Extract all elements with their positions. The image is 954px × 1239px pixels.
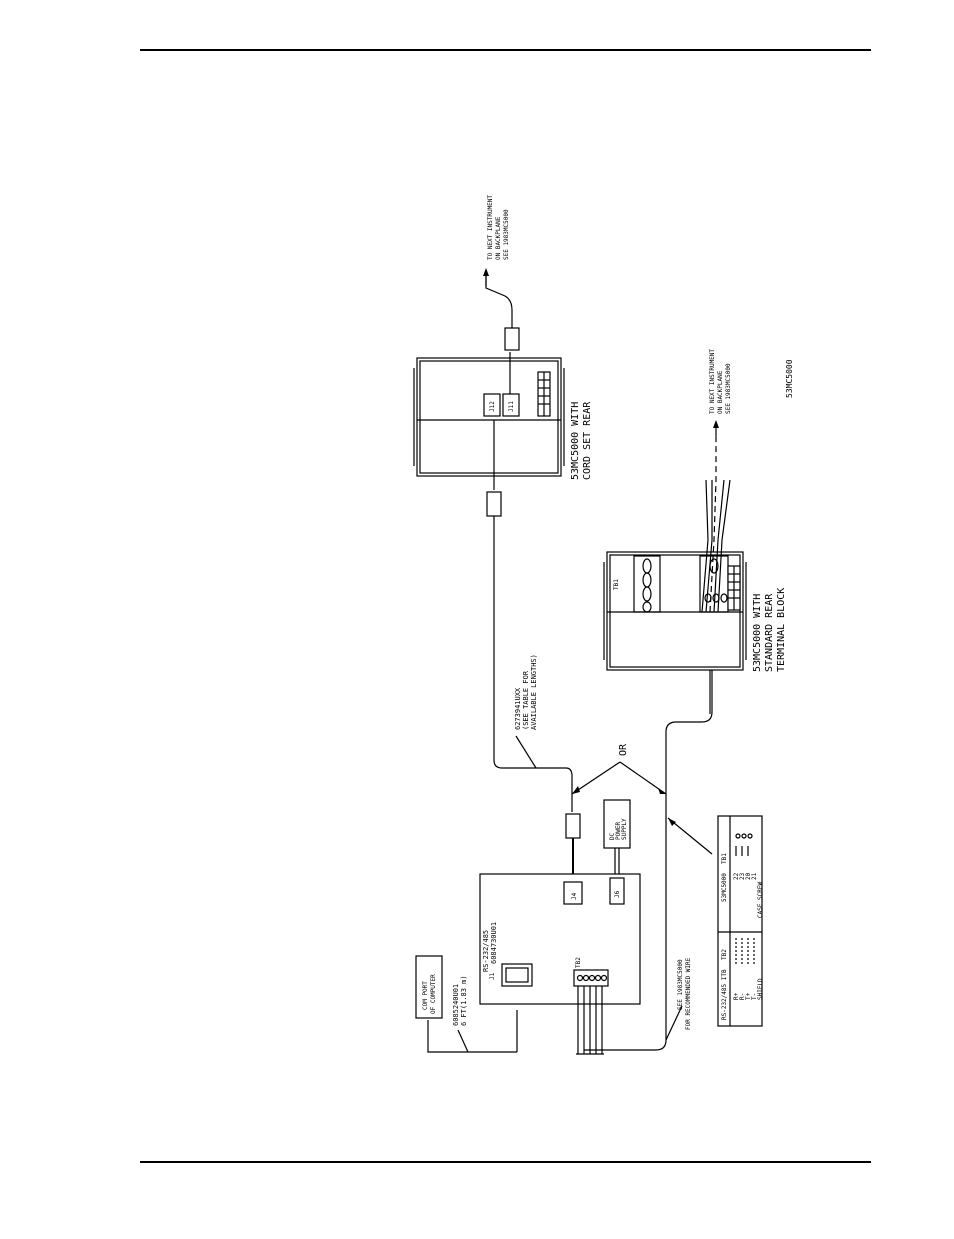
- terminal-instrument: TB1 53MC5000 WITH STANDARD REAR TERMINAL…: [603, 551, 787, 672]
- tb2-terminal: [573, 969, 609, 987]
- computer-cable-line2: 6 FT(1.83 m): [460, 975, 468, 1026]
- j11-connector: [502, 393, 520, 417]
- wire-note: SEE 1983MC5000 FOR RECOMMENDED WIRE: [665, 817, 713, 1041]
- cordset-cable-top: TO NEXT INSTRUMENT ON BACKPLANE SEE 1983…: [483, 195, 520, 394]
- j1-db9-connector: [501, 963, 533, 987]
- instrument-mid-line3: SEE 1983MC5000: [725, 363, 732, 414]
- cordset-title-line1: 53MC5000 WITH: [570, 402, 581, 480]
- tb1-label: TB1: [613, 579, 620, 590]
- table-left-row: R+: [733, 992, 740, 1000]
- j12-label: J12: [489, 401, 496, 412]
- cable-plug-converter: [565, 813, 581, 839]
- table-left-row: T-: [751, 993, 758, 1000]
- j1-label: J1: [489, 972, 496, 980]
- wire-note-line2: FOR RECOMMENDED WIRE: [685, 957, 692, 1030]
- j6-label: J6: [614, 890, 621, 898]
- table-right-row: 22: [733, 872, 740, 880]
- dc-power-supply: DC POWER SUPPLY: [603, 799, 631, 878]
- j11-label: J11: [508, 401, 515, 412]
- instrument-mid-line2: ON BACKPLANE: [717, 370, 724, 414]
- instrument-mid-line1: TO NEXT INSTRUMENT: [709, 349, 716, 414]
- instrument-top-line3: SEE 1983MC5000: [503, 209, 510, 260]
- wire-note-line1: SEE 1983MC5000: [677, 959, 684, 1010]
- terminal-fan-wires: TO NEXT INSTRUMENT ON BACKPLANE SEE 1983…: [701, 349, 794, 613]
- terminal-title-line2: STANDARD REAR: [764, 593, 775, 672]
- terminal-title-line3: TERMINAL BLOCK: [776, 588, 787, 672]
- or-label: OR: [618, 743, 629, 756]
- cable-part-line3: AVAILABLE LENGTHS): [530, 654, 538, 730]
- table-right-row: 23: [739, 872, 746, 880]
- table-left-row: SHIELD: [757, 978, 764, 1000]
- table-left-row: T+: [745, 992, 752, 1000]
- table-case-screw: CASE SCREW: [757, 881, 764, 918]
- cable-part-line2: (SEE TABLE FOR: [522, 670, 530, 730]
- table-right-row: 21: [751, 872, 758, 880]
- table-left-header-line1: RS-232/485 ITB: [721, 969, 728, 1020]
- computer-cable-line1: 6085240U01: [452, 984, 460, 1026]
- cordset-title-line2: CORD SET REAR: [582, 401, 593, 480]
- computer-cable: COM PORT OF COMPUTER 6085240U01 6 FT(1.8…: [415, 955, 518, 1053]
- dc-power-line1: DC: [609, 832, 616, 840]
- cable-part-line1: 6273941UXX: [514, 687, 522, 730]
- dc-power-line2: POWER: [615, 822, 622, 840]
- terminal-title-line1: 53MC5000 WITH: [752, 594, 763, 672]
- table-right-header-line1: 53MC5000: [721, 873, 728, 902]
- table-right-header-line2: TB1: [721, 853, 728, 864]
- wiring-table: RS-232/485 ITB TB2 53MC5000 TB1 R+ R- T+…: [717, 815, 764, 1027]
- cable-plug-main: [486, 491, 502, 517]
- j12-connector: [483, 393, 501, 417]
- com-port-line1: COM PORT: [422, 981, 429, 1010]
- or-indicator: OR: [571, 743, 667, 795]
- terminal-to-converter-wire: [584, 670, 713, 1051]
- instrument-top-line2: ON BACKPLANE: [495, 216, 502, 260]
- converter-board: J4 J6 J1 TB2 RS-232/485 6084730U01: [479, 873, 641, 1005]
- table-right-row: 20: [745, 872, 752, 880]
- table-left-header-line2: TB2: [721, 949, 728, 960]
- com-port-line2: OF COMPUTER: [430, 974, 437, 1014]
- j4-label: J4: [571, 892, 578, 900]
- dc-power-line3: SUPPLY: [621, 818, 628, 840]
- j6-connector: [609, 877, 625, 905]
- j4-connector: [563, 881, 583, 905]
- converter-line2: 6084730U01: [490, 922, 498, 964]
- tb2-wires: [576, 986, 604, 1055]
- cordset-cable-main: 6273941UXX (SEE TABLE FOR AVAILABLE LENG…: [486, 420, 581, 882]
- cordset-instrument: J12 J11 53MC5000 WITH CORD SET REAR: [413, 357, 593, 480]
- com-port-box: [415, 955, 443, 1019]
- converter-line1: RS-232/485: [482, 930, 490, 972]
- instrument-top-line1: TO NEXT INSTRUMENT: [487, 195, 494, 260]
- table-left-row: R-: [739, 993, 746, 1000]
- cable-plug-top: [504, 327, 520, 351]
- model-number: 53MC5000: [785, 359, 794, 398]
- tb2-label: TB2: [575, 957, 582, 968]
